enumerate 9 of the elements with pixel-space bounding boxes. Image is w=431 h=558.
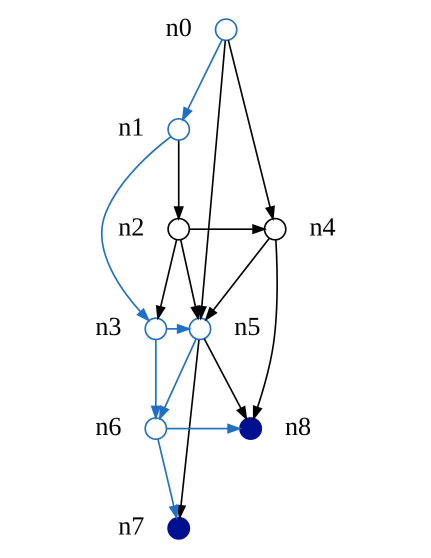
node-label: n7 [118,511,144,540]
node-label: n8 [284,412,312,441]
node-label: n4 [309,212,336,242]
node-label: n5 [234,312,260,342]
node-label: n3 [95,312,122,342]
node-label: n2 [118,212,144,242]
node-label: n0 [166,12,192,42]
node-label: n1 [118,112,144,142]
node-label: n6 [95,412,122,441]
